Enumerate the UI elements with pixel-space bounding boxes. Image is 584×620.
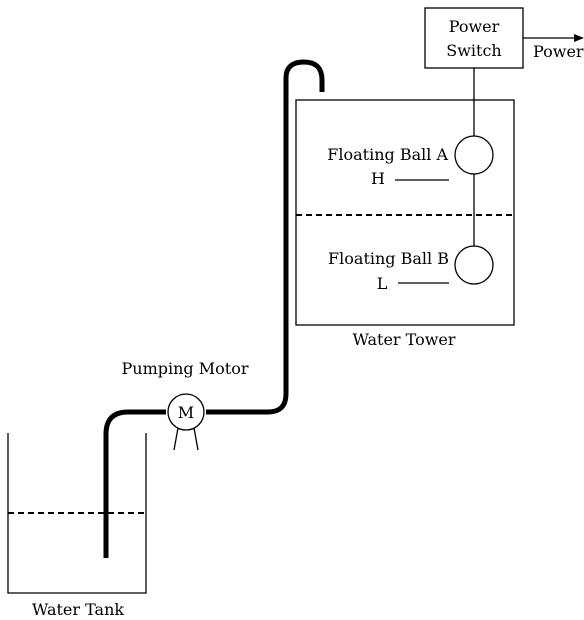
floating-ball-b-label: Floating Ball B bbox=[328, 249, 449, 268]
power-switch-label-line2: Switch bbox=[446, 41, 501, 60]
floating-ball-b bbox=[454, 245, 494, 285]
water-tower bbox=[295, 99, 515, 326]
pumping-motor-label: Pumping Motor bbox=[122, 359, 249, 378]
water-tower-label: Water Tower bbox=[352, 330, 455, 349]
motor-leg-right bbox=[193, 427, 199, 451]
floating-ball-a-label: Floating Ball A bbox=[327, 145, 448, 164]
pumping-motor bbox=[167, 393, 205, 431]
water-tank-label: Water Tank bbox=[32, 600, 125, 619]
level-l-label: L bbox=[377, 274, 388, 293]
floating-ball-a bbox=[454, 135, 494, 175]
power-arrow-head bbox=[574, 34, 584, 42]
motor-leg-left bbox=[173, 427, 179, 451]
pipe bbox=[103, 59, 325, 558]
power-switch-label-line1: Power bbox=[449, 17, 500, 36]
power-label: Power bbox=[533, 42, 584, 61]
motor-symbol: M bbox=[178, 403, 194, 422]
level-h-label: H bbox=[371, 169, 385, 188]
